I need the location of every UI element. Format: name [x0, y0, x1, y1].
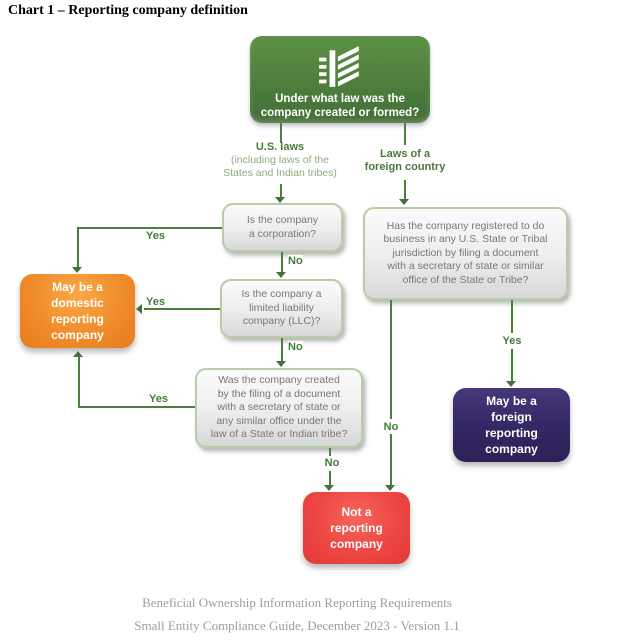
outcome-domestic-box: May be a domestic reporting company — [20, 274, 135, 348]
connector-foreign-branch-top — [404, 123, 406, 145]
connector-yes-corporation-h — [77, 227, 222, 229]
edge-label-yes: Yes — [146, 296, 165, 308]
arrow-down-icon — [385, 485, 395, 491]
foreign-laws-branch-label: Laws of a foreign country — [350, 148, 460, 174]
root-question-box: Under what law was the company created o… — [250, 36, 430, 123]
connector-us-branch-top — [280, 123, 282, 143]
connector-no-corporation — [281, 252, 283, 272]
question-corporation-box: Is the company a corporation? — [222, 203, 343, 252]
outcome-foreign-box: May be a foreign reporting company — [453, 388, 570, 462]
question-llc-box: Is the company a limited liability compa… — [220, 279, 343, 338]
arrow-up-icon — [73, 351, 83, 357]
outcome-not-reporting-box: Not a reporting company — [303, 492, 410, 564]
root-question-text: Under what law was the company created o… — [260, 93, 420, 119]
connector-no-filing-bottom — [329, 471, 331, 485]
connector-yes-foreign-top — [511, 300, 513, 333]
arrow-down-icon — [72, 267, 82, 273]
arrow-down-icon — [399, 199, 409, 205]
arrow-down-icon — [324, 485, 334, 491]
edge-label-no: No — [288, 341, 303, 353]
edge-label-no: No — [288, 255, 303, 267]
us-laws-branch-label: U.S. laws (including laws of the States … — [200, 141, 360, 180]
arrow-left-icon — [136, 304, 142, 314]
arrow-down-icon — [506, 381, 516, 387]
edge-label-yes: Yes — [499, 335, 525, 347]
us-laws-label: U.S. laws — [255, 141, 305, 153]
footer-line-2: Small Entity Compliance Guide, December … — [134, 618, 460, 633]
edge-label-no: No — [321, 457, 343, 469]
connector-yes-llc — [144, 308, 220, 310]
connector-yes-corporation-v — [77, 227, 79, 267]
question-created-by-filing-box: Was the company created by the filing of… — [195, 368, 363, 448]
edge-label-yes: Yes — [146, 230, 165, 242]
foreign-laws-label: Laws of a foreign country — [364, 148, 446, 173]
arrow-down-icon — [276, 361, 286, 367]
connector-foreign-branch-bottom — [404, 180, 406, 199]
connector-no-filing-top — [329, 448, 331, 456]
question-foreign-registered-box: Has the company registered to do busines… — [363, 207, 568, 300]
arrow-down-icon — [276, 272, 286, 278]
footer-line-1: Beneficial Ownership Information Reporti… — [142, 595, 452, 610]
page-title: Chart 1 – Reporting company definition — [8, 3, 248, 18]
document-footer: Beneficial Ownership Information Reporti… — [0, 595, 594, 640]
us-laws-sublabel: (including laws of the States and Indian… — [223, 154, 337, 179]
edge-label-yes: Yes — [149, 393, 168, 405]
connector-yes-filing-v — [78, 357, 80, 406]
connector-no-foreign-bottom — [390, 434, 392, 485]
edge-label-no: No — [379, 421, 403, 433]
connector-no-foreign-top — [390, 300, 392, 419]
connector-us-branch-bottom — [280, 184, 282, 197]
connector-no-llc — [281, 338, 283, 361]
arrow-down-icon — [275, 197, 285, 203]
building-icon — [319, 41, 361, 91]
connector-yes-filing-h — [78, 406, 195, 408]
connector-yes-foreign-bottom — [511, 349, 513, 381]
